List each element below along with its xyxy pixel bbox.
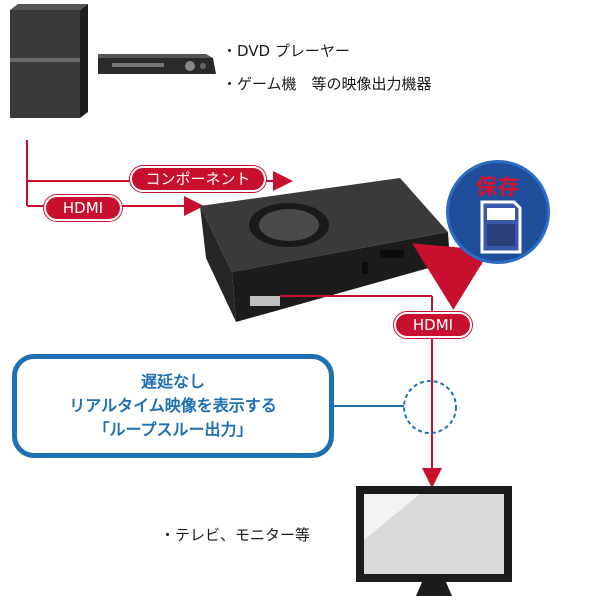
dvd-player-icon [98,54,216,74]
callout-line-2: リアルタイム映像を表示する [69,396,277,415]
loop-through-connector [334,380,457,434]
callout-line-1: 遅延なし [140,372,205,391]
save-label: 保存 [476,175,520,199]
sd-arrow-icon [412,243,491,310]
display-label: ・テレビ、モニター等 [160,526,311,544]
component-pill: コンポーネント [130,166,266,192]
sd-card-icon [480,200,522,254]
tv-icon [356,486,512,596]
loop-through-callout: 遅延なし リアルタイム映像を表示する 「ループスルー出力」 [12,354,334,458]
hdmi-input-pill: HDMI [44,195,122,221]
hdmi-output-pill: HDMI [394,312,472,338]
callout-line-3: 「ループスルー出力」 [93,420,253,439]
source-item-game: ・ゲーム機 等の映像出力機器 [222,75,432,93]
sd-save-badge: 保存 [446,160,550,264]
capture-device-icon [200,178,450,322]
game-console-icon [10,4,88,118]
source-item-dvd: ・DVD プレーヤー [222,42,350,60]
